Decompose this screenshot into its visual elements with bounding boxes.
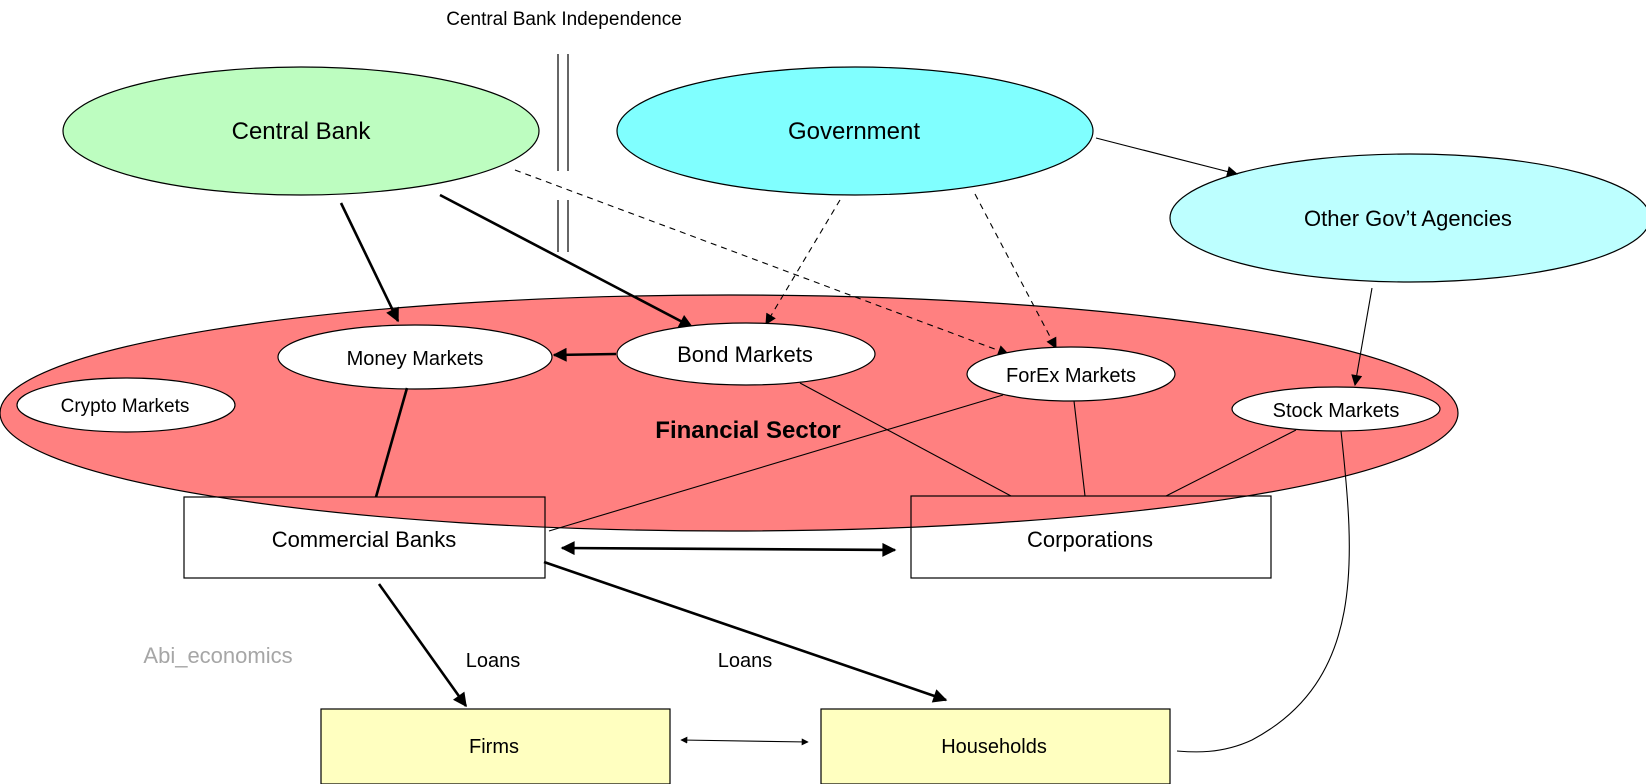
central-bank-node[interactable]: Central Bank [62,66,540,196]
edge-forex-corporations [1073,400,1086,497]
commercial-banks-label: Commercial Banks [272,527,457,552]
edge-banks-households [543,560,948,703]
financial-sector-label: Financial Sector [655,417,840,444]
edge-cb-bond-markets [439,193,694,329]
edge-gov-forex-markets [974,193,1057,349]
edge-forex-commercial-banks [548,394,1004,532]
forex-markets-ellipse [966,346,1176,402]
bond-markets-node[interactable]: Bond Markets [616,322,876,386]
edges-policy [339,137,1373,387]
bond-markets-ellipse [616,322,876,386]
money-markets-node[interactable]: Money Markets [277,324,553,390]
diagram-title: Central Bank Independence [446,9,682,30]
edge-gov-bond-markets [765,199,841,325]
edge-gov-other-agencies [1095,137,1239,177]
edge-bond-corporations [799,382,1012,497]
other-agencies-label: Other Gov’t Agencies [1304,206,1512,231]
firms-node[interactable]: Firms [320,708,671,784]
forex-markets-label: ForEx Markets [1006,365,1136,387]
edge-stock-households [1176,430,1350,753]
firms-box [320,708,671,784]
crypto-markets-node[interactable]: Crypto Markets [16,377,236,433]
government-node[interactable]: Government [616,66,1094,196]
corporations-box [910,495,1272,579]
edge-banks-corporations [560,541,897,557]
edge-agencies-stock-markets [1351,287,1373,387]
corporations-label: Corporations [1027,527,1153,552]
money-markets-label: Money Markets [347,348,484,370]
government-label: Government [788,118,920,145]
independence-divider [557,54,569,252]
other-agencies-ellipse [1169,153,1646,283]
edges-real-economy [377,541,948,746]
watermark: Abi_economics [143,643,292,668]
stock-markets-ellipse [1231,386,1441,432]
forex-markets-node[interactable]: ForEx Markets [966,346,1176,402]
government-ellipse [616,66,1094,196]
crypto-markets-ellipse [16,377,236,433]
money-markets-ellipse [277,324,553,390]
other-agencies-node[interactable]: Other Gov’t Agencies [1169,153,1646,283]
loans-label-households: Loans [718,650,773,672]
crypto-markets-label: Crypto Markets [61,396,190,417]
edge-banks-firms [377,583,468,708]
firms-label: Firms [469,736,519,758]
bond-markets-label: Bond Markets [677,342,813,367]
commercial-banks-node[interactable]: Commercial Banks [183,496,546,579]
households-box [820,708,1171,784]
edge-stock-corporations [1165,429,1297,497]
corporations-node[interactable]: Corporations [910,495,1272,579]
loans-label-firms: Loans [466,650,521,672]
stock-markets-label: Stock Markets [1273,400,1400,422]
commercial-banks-box [183,496,546,579]
central-bank-label: Central Bank [232,118,372,145]
stock-markets-node[interactable]: Stock Markets [1231,386,1441,432]
households-label: Households [941,736,1047,758]
households-node[interactable]: Households [820,708,1171,784]
edge-cb-money-markets [339,202,400,323]
edges-markets [374,347,1350,753]
edge-firms-households [680,736,809,746]
edge-bond-money-markets [552,347,617,362]
central-bank-ellipse [62,66,540,196]
edge-money-markets-commercial-banks [374,387,409,498]
